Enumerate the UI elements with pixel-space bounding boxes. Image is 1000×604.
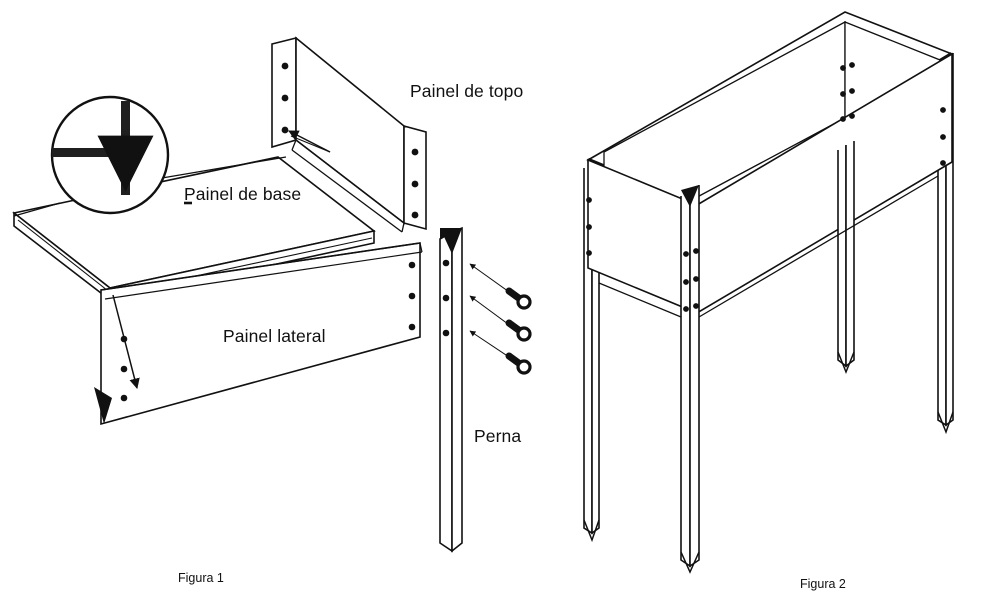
hole-group-fig2-rear-leg	[840, 62, 855, 122]
hole-group-topo-right	[411, 148, 419, 219]
hole-group-topo-left	[281, 62, 289, 134]
arrow-lateral-bottom	[94, 387, 112, 424]
part-painel-de-topo	[271, 36, 427, 233]
caption-figura-2: Figura 2	[800, 577, 846, 591]
label-painel-de-base: Painel de base	[184, 184, 302, 204]
arrow-lateral-insert	[112, 294, 140, 390]
figure2-assembly	[583, 11, 954, 574]
hole-group-perna	[442, 259, 450, 337]
hole-group-fig2-left-leg	[586, 197, 592, 256]
detail-leader-upper	[161, 156, 287, 179]
part-perna	[439, 226, 463, 553]
arrow-topo-insert	[288, 130, 331, 153]
hole-group-fig2-front-leg	[683, 248, 699, 312]
part-painel-lateral	[100, 242, 423, 426]
detail-leader-lower	[13, 202, 61, 217]
label-perna: Perna	[474, 426, 522, 446]
label-painel-de-topo: Painel de topo	[410, 81, 524, 101]
label-painel-lateral: Painel lateral	[223, 326, 326, 346]
caption-figura-1: Figura 1	[178, 571, 224, 585]
hole-group-fig2-right-leg	[940, 107, 946, 166]
screw	[505, 352, 532, 375]
screw	[505, 287, 532, 310]
hole-group-lateral-right	[408, 261, 416, 331]
screw	[505, 319, 532, 342]
fastener-group	[469, 263, 532, 375]
